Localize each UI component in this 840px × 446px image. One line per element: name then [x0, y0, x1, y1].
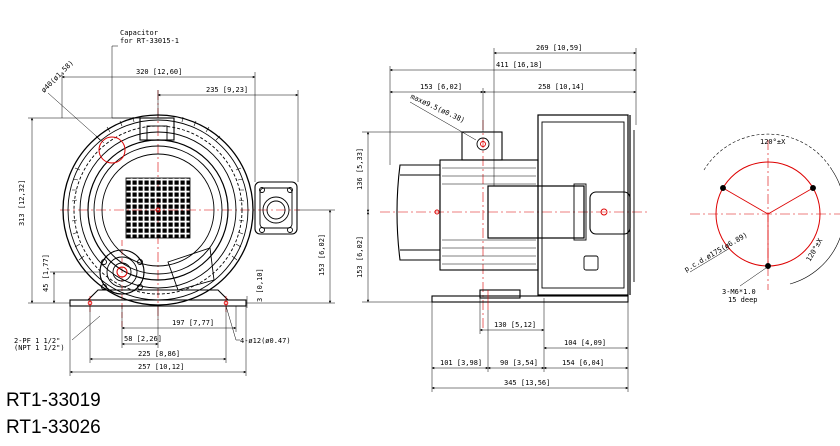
model-label-1: RT1-33019	[6, 390, 101, 411]
side-dimensions	[362, 48, 637, 392]
dim-width-overall: 320 [12,60]	[136, 68, 182, 76]
dim-flange-offset: 3 [0,10]	[256, 268, 264, 302]
dim-upper-height: 136 [5,33]	[356, 148, 364, 190]
dim-top-1: 269 [10,59]	[536, 44, 582, 52]
thread-note-2: 15 deep	[728, 296, 758, 304]
dim-base-overall: 257 [10,12]	[138, 363, 184, 371]
dim-seg-2: 90 [3,54]	[500, 359, 538, 367]
dim-foot-width: 130 [5,12]	[494, 321, 536, 329]
model-label-2: RT1-33026	[6, 417, 101, 438]
dim-foot-to-end: 104 [4,09]	[564, 339, 606, 347]
front-dimensions	[28, 45, 335, 376]
dim-top-4: 258 [10,14]	[538, 83, 584, 91]
front-dim-labels: Capacitor for RT-33015-1 320 [12,60] 235…	[14, 29, 326, 371]
port-note-1: 2-PF 1 1/2"	[14, 337, 60, 345]
dim-max-dia: maxø9.5(ø0.38)	[409, 93, 466, 125]
capacitor-note-2: for RT-33015-1	[120, 37, 179, 45]
dim-seg-3: 154 [6,04]	[562, 359, 604, 367]
dim-foot-holes: 4-ø12(ø0.47)	[240, 337, 291, 345]
thread-note-1: 3-M6*1.0	[722, 288, 756, 296]
front-view	[60, 90, 300, 330]
side-view	[380, 114, 650, 330]
dim-outlet-height: 153 [6,02]	[318, 234, 326, 276]
flange-angle-top: 120°±X	[760, 138, 786, 146]
port-note-2: (NPT 1 1/2")	[14, 344, 65, 352]
flange-pcd: p.c.d.ø175(ø6.89)	[683, 231, 749, 274]
dim-foot-span: 197 [7,77]	[172, 319, 214, 327]
dim-hole-dia: ø40(ø1,58)	[40, 59, 75, 94]
dim-foot-center: 58 [2,26]	[124, 335, 162, 343]
dim-top-2: 411 [16,18]	[496, 61, 542, 69]
dim-height-overall: 313 [12,32]	[18, 180, 26, 226]
dim-overall: 345 [13,56]	[504, 379, 550, 387]
dim-lower-height: 153 [6,02]	[356, 236, 364, 278]
dim-top-3: 153 [6,02]	[420, 83, 462, 91]
side-dim-labels: 269 [10,59] 411 [16,18] 153 [6,02] 258 […	[356, 44, 606, 387]
dim-base-width: 225 [8,86]	[138, 350, 180, 358]
dim-inlet-height: 45 [1,77]	[42, 254, 50, 292]
flange-angle-side: 120°±X	[805, 236, 825, 263]
dim-seg-1: 101 [3,98]	[440, 359, 482, 367]
flange-view	[689, 133, 840, 290]
capacitor-note-1: Capacitor	[120, 29, 158, 37]
dim-center-right: 235 [9,23]	[206, 86, 248, 94]
